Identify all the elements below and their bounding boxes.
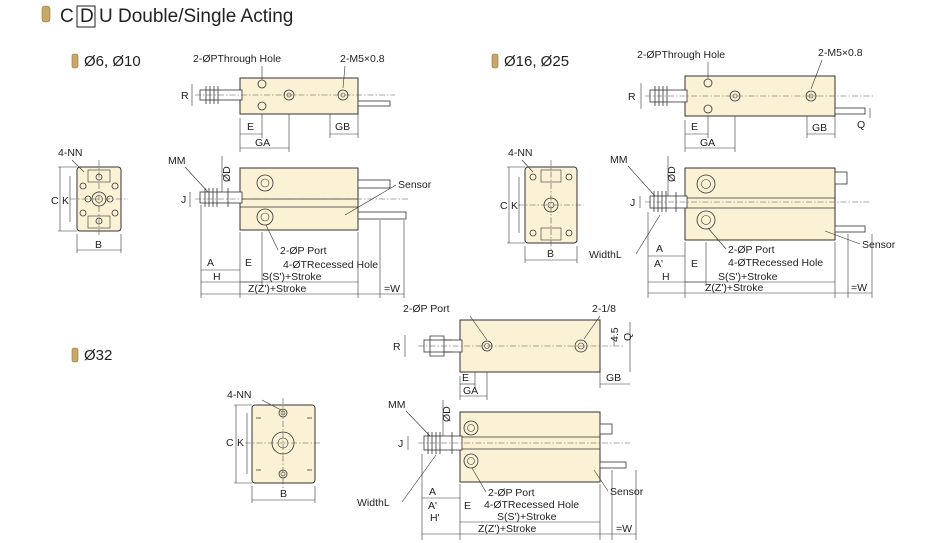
side-view-32: [418, 411, 630, 483]
dim-q: Q: [622, 333, 634, 341]
dim-h: H: [213, 271, 221, 283]
label-sensor: Sensor: [862, 239, 896, 251]
dim-h: H: [662, 271, 670, 283]
top-view-6-10: [195, 77, 395, 115]
dim-d: ØD: [221, 166, 233, 182]
label-eq-w: =W: [616, 523, 632, 535]
label-s-stroke: S(S')+Stroke: [718, 271, 778, 283]
label-recessed-hole: 4-ØTRecessed Hole: [484, 499, 579, 511]
top-view-32: [418, 319, 625, 373]
dim-a: A: [656, 243, 663, 255]
section-bullet-icon: [491, 53, 499, 69]
label-z-stroke: Z(Z')+Stroke: [478, 523, 536, 535]
label-port: 2-ØP Port: [280, 245, 327, 257]
title-box: [76, 5, 96, 28]
dim-e-side: E: [245, 257, 252, 269]
dim-h-prime: H': [430, 512, 440, 524]
dim-ga: GA: [463, 385, 478, 397]
dim-ga: GA: [700, 137, 715, 149]
dim-j: J: [181, 194, 186, 206]
section-bullet-icon: [71, 53, 79, 69]
dim-c: C: [500, 200, 508, 212]
label-port: 2-ØP Port: [728, 244, 775, 256]
title-bullet-icon: [41, 5, 51, 23]
top-view-16-25: [645, 75, 875, 117]
label-mm: MM: [610, 154, 628, 166]
dim-r: R: [393, 341, 401, 353]
label-sensor: Sensor: [610, 486, 644, 498]
label-z-stroke: Z(Z')+Stroke: [248, 283, 306, 295]
label-s-stroke: S(S')+Stroke: [262, 271, 322, 283]
title-boxed-letter: D: [80, 6, 94, 27]
end-view-16-25: [518, 160, 584, 250]
label-2-1-8: 2-1/8: [592, 303, 616, 315]
dim-e-side: E: [691, 258, 698, 270]
dim-k: K: [62, 195, 69, 207]
dim-gb: GB: [812, 122, 827, 134]
label-4-nn: 4-NN: [227, 389, 252, 401]
dim-e: E: [247, 121, 254, 133]
label-s-stroke: S(S')+Stroke: [497, 511, 557, 523]
label-recessed-hole: 4-ØTRecessed Hole: [283, 259, 378, 271]
label-recessed-hole: 4-ØTRecessed Hole: [728, 257, 823, 269]
title-rest: U Double/Single Acting: [99, 6, 293, 27]
label-through-hole: 2-ØPThrough Hole: [637, 49, 725, 61]
label-mm: MM: [168, 155, 186, 167]
dim-r: R: [181, 90, 189, 102]
dim-b: B: [95, 239, 102, 251]
dim-c: C: [226, 437, 234, 449]
page-title: C D U Double/Single Acting: [41, 5, 293, 28]
dim-b: B: [280, 488, 287, 500]
dim-q: Q: [857, 119, 865, 131]
label-4-nn: 4-NN: [58, 147, 83, 159]
label-m5: 2-M5×0.8: [340, 53, 385, 65]
section-bullet-icon: [71, 347, 79, 363]
dim-j: J: [398, 438, 403, 450]
dim-4-5: 4.5: [609, 327, 621, 342]
dim-d: ØD: [666, 166, 678, 182]
dim-k: K: [237, 437, 244, 449]
dim-a: A: [429, 486, 436, 498]
section-label-6-10: Ø6, Ø10: [84, 53, 141, 70]
label-sensor: Sensor: [398, 179, 432, 191]
label-widthl: WidthL: [589, 249, 622, 261]
dim-gb: GB: [606, 372, 621, 384]
dim-e: E: [691, 121, 698, 133]
section-label-32: Ø32: [84, 347, 112, 364]
dim-j: J: [630, 197, 635, 209]
dim-a-prime: A': [428, 500, 437, 512]
dim-k: K: [511, 200, 518, 212]
label-4-nn: 4-NN: [508, 147, 533, 159]
end-view-6-10: [70, 160, 128, 236]
dim-a-prime: A': [654, 258, 663, 270]
label-mm: MM: [388, 399, 406, 411]
side-view-6-10: [195, 167, 410, 231]
label-eq-w: =W: [384, 283, 400, 295]
dim-b: B: [547, 248, 554, 260]
side-view-16-25: [645, 167, 870, 241]
dim-e-side: E: [464, 500, 471, 512]
end-view-32: [245, 398, 322, 490]
label-port: 2-ØP Port: [403, 303, 450, 315]
label-through-hole: 2-ØPThrough Hole: [193, 53, 281, 65]
dim-a: A: [207, 257, 214, 269]
dim-r: R: [628, 91, 636, 103]
label-widthl: WidthL: [357, 497, 390, 509]
dim-c: C: [51, 195, 59, 207]
dim-gb: GB: [335, 121, 350, 133]
dim-ga: GA: [255, 137, 270, 149]
label-port: 2-ØP Port: [488, 487, 535, 499]
label-z-stroke: Z(Z')+Stroke: [705, 282, 763, 294]
label-eq-w: =W: [851, 282, 867, 294]
label-m5: 2-M5×0.8: [818, 47, 863, 59]
section-label-16-25: Ø16, Ø25: [504, 53, 569, 70]
dim-e: E: [462, 372, 469, 384]
title-prefix: C: [60, 6, 74, 27]
dim-d: ØD: [441, 406, 453, 422]
